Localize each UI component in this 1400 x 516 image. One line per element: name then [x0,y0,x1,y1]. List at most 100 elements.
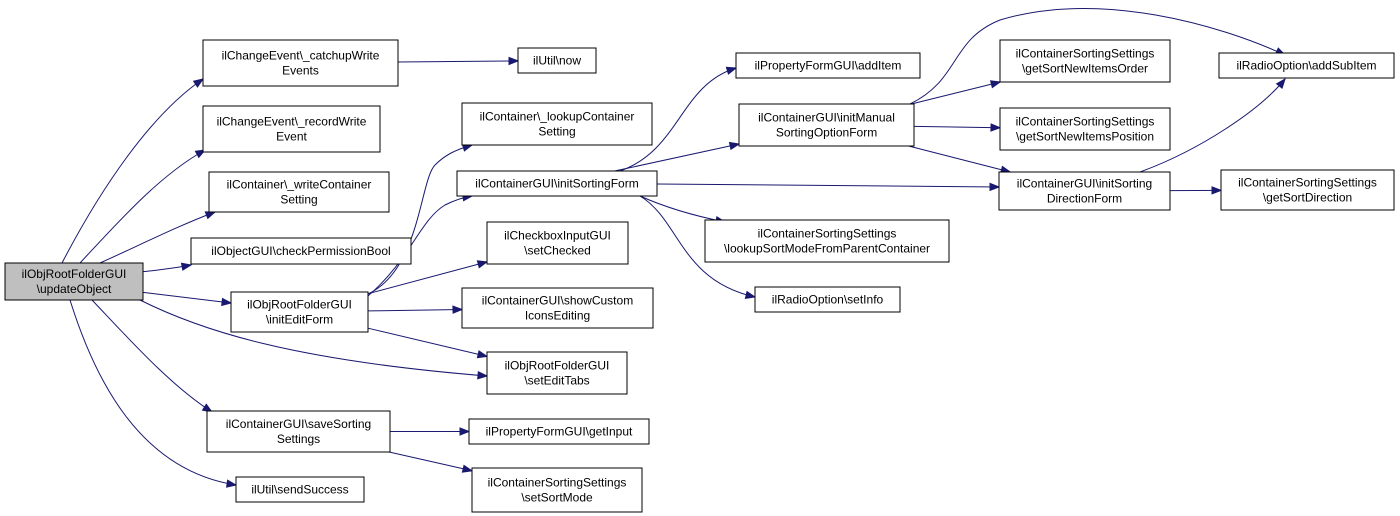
edge-line [656,183,1000,188]
edge-line [139,291,232,304]
node-addsubitem[interactable]: ilRadioOption\addSubItem [1218,52,1395,79]
edge-initedit-to-setedittabs [367,327,489,359]
node-label: DirectionForm [1047,192,1122,206]
edge-initsort-to-additem [619,66,738,172]
node-initmanual[interactable]: ilContainerGUI\initManualSortingOptionFo… [738,103,915,147]
node-box [735,52,921,79]
node-label: ilContainerSortingSettings [1016,115,1155,129]
node-label: ilContainerGUI\showCustom [482,294,633,308]
node-box [235,476,365,503]
node-box [468,418,650,445]
node-lookupsortmode[interactable]: ilContainerSortingSettings\lookupSortMod… [704,219,950,263]
edge-line [1139,78,1286,173]
arrow-head-icon [990,123,1002,132]
node-label: ilContainerSortingSettings [1238,176,1377,190]
node-label: ilRadioOption\setInfo [772,293,884,307]
node-label: ilPropertyFormGUI\getInput [486,425,633,439]
edge-line [913,125,1001,129]
node-label: ilContainerGUI\initSortingForm [475,177,638,191]
edge-line [367,261,488,295]
node-additem[interactable]: ilPropertyFormGUI\addItem [735,52,921,79]
edge-initmanual-to-getnewpos [913,123,1002,132]
edge-initsort-to-initsortdir [656,182,1001,192]
edge-line [388,451,473,472]
edge-root-to-checkperm [139,262,193,273]
node-label: IconsEditing [525,309,590,323]
node-setchecked[interactable]: ilCheckboxInputGUI\setChecked [486,221,629,265]
node-setsortmode[interactable]: ilContainerSortingSettings\setSortMode [471,467,643,513]
node-label: ilContainerSortingSettings [1016,47,1155,61]
edge-line [908,145,1011,173]
node-box [486,351,628,395]
node-label: ilContainerGUI\saveSorting [226,417,371,431]
arrow-head-icon [226,479,238,488]
edge-root-to-initedit [139,291,233,307]
node-box [471,467,643,513]
node-box [202,39,399,87]
node-box [1220,169,1395,211]
node-label: Events [282,64,319,78]
arrow-head-icon [452,305,464,314]
node-box [738,103,915,147]
edge-initedit-to-setchecked [367,260,489,295]
node-sendsuccess[interactable]: ilUtil\sendSuccess [235,476,365,503]
node-getinput[interactable]: ilPropertyFormGUI\getInput [468,418,650,445]
node-box [999,39,1171,83]
arrow-head-icon [180,262,193,271]
node-label: \getSortNewItemsPosition [1016,130,1154,144]
node-label: ilUtil\now [533,54,581,68]
edge-line [99,211,216,264]
node-label: \getSortNewItemsOrder [1022,62,1148,76]
edge-line [909,8,1286,105]
node-initsort[interactable]: ilContainerGUI\initSortingForm [456,170,658,197]
node-label: ilObjRootFolderGUI [505,359,610,373]
edge-root-to-catchup [61,78,205,264]
node-box [4,262,144,301]
node-setedittabs[interactable]: ilObjRootFolderGUI\setEditTabs [486,351,628,395]
edge-line [639,195,726,223]
node-label: ilRadioOption\addSubItem [1236,59,1376,73]
edge-line [639,195,756,298]
node-getnewpos[interactable]: ilContainerSortingSettings\getSortNewIte… [999,107,1171,151]
arrow-head-icon [459,427,471,436]
node-label: ilContainerSortingSettings [758,227,897,241]
node-box [461,102,653,146]
node-label: ilContainerGUI\initManual [758,111,895,125]
edge-initsortdir-to-addsubitem [1139,77,1286,173]
node-label: ilObjectGUI\checkPermissionBool [211,244,390,258]
node-label: Setting [280,193,317,207]
node-label: \getSortDirection [1263,191,1352,205]
edge-line [91,299,213,413]
edge-root-to-sendsuccess [69,299,238,488]
arrow-head-icon [1211,186,1223,195]
edge-line [79,149,206,264]
arrow-head-icon [477,371,489,380]
node-now[interactable]: ilUtil\now [517,47,597,74]
arrow-head-icon [476,260,489,269]
arrow-head-icon [508,56,520,66]
node-box [208,171,390,213]
edge-initsort-to-initmanual [614,141,741,172]
arrow-head-icon [989,182,1001,192]
node-setinfo[interactable]: ilRadioOption\setInfo [754,286,901,313]
node-checkperm[interactable]: ilObjectGUI\checkPermissionBool [190,237,412,265]
node-label: ilPropertyFormGUI\addItem [755,59,902,73]
arrow-head-icon [744,290,757,300]
node-initedit[interactable]: ilObjRootFolderGUI\initEditForm [230,291,369,333]
edge-line [69,299,237,486]
node-getneworder[interactable]: ilContainerSortingSettings\getSortNewIte… [999,39,1171,83]
node-label: ilObjRootFolderGUI [247,298,352,312]
arrow-head-icon [192,78,205,88]
edge-line [61,78,204,264]
node-label: ilContainerSortingSettings [488,476,627,490]
edge-line [367,309,463,312]
node-getsortdir[interactable]: ilContainerSortingSettings\getSortDirect… [1220,169,1395,211]
arrow-head-icon [204,211,217,220]
